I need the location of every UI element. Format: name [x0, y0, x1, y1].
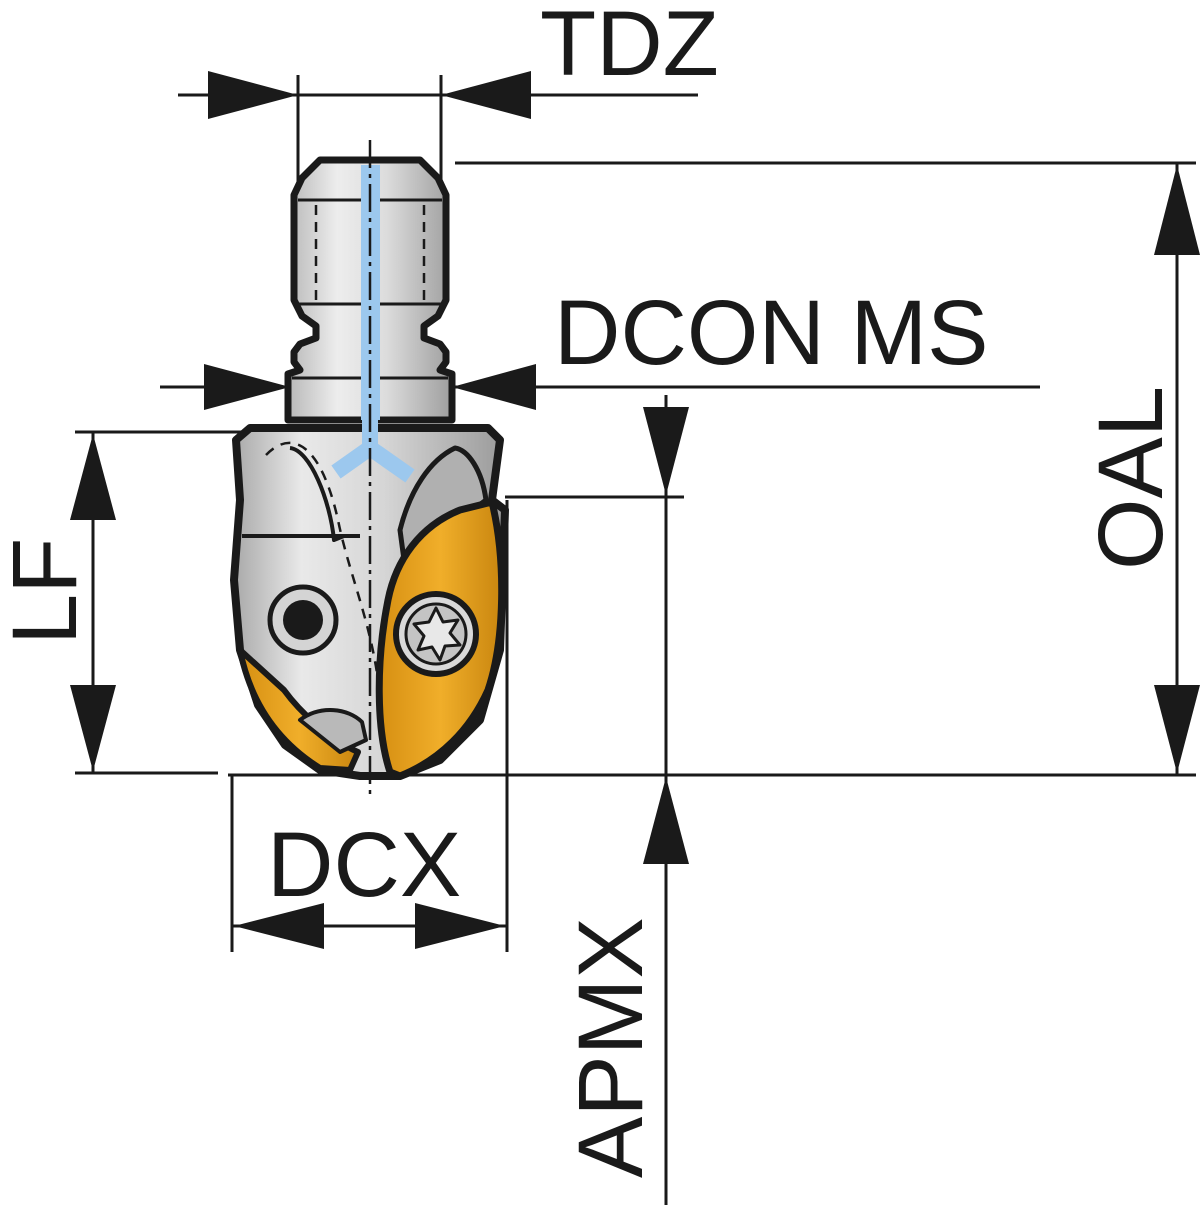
tdz-arrow-right: [441, 71, 531, 119]
oal-arrow-top: [1154, 165, 1200, 255]
coolant-hole-icon: [267, 584, 339, 656]
arrowheads: [70, 71, 1200, 949]
labels: TDZ DCON MS DCX OAL LF APMX: [0, 0, 1182, 1178]
lf-arrow-top: [70, 434, 116, 520]
lf-arrow-bottom: [70, 685, 116, 771]
dcon-arrow-right: [452, 364, 536, 410]
torx-screw-icon: [393, 591, 479, 677]
dcx-arrow-right: [415, 903, 505, 949]
coolant-branch-right: [365, 441, 415, 483]
dcon-arrow-left: [204, 364, 290, 410]
label-dcon-ms: DCON MS: [554, 282, 988, 384]
dcx-arrow-left: [234, 903, 324, 949]
label-apmx: APMX: [560, 917, 662, 1178]
tdz-arrow-left: [208, 71, 298, 119]
label-tdz: TDZ: [540, 0, 719, 95]
oal-arrow-bottom: [1154, 685, 1200, 773]
chip-pocket-outline: [265, 441, 380, 681]
chip-pocket-front: [289, 446, 345, 542]
lower-pocket: [298, 708, 368, 754]
label-oal: OAL: [1080, 386, 1182, 570]
apmx-arrow-top: [643, 407, 689, 495]
label-lf: LF: [0, 538, 96, 645]
milling-tool: [230, 140, 509, 800]
label-dcx: DCX: [267, 814, 461, 916]
apmx-arrow-bottom: [643, 777, 689, 864]
